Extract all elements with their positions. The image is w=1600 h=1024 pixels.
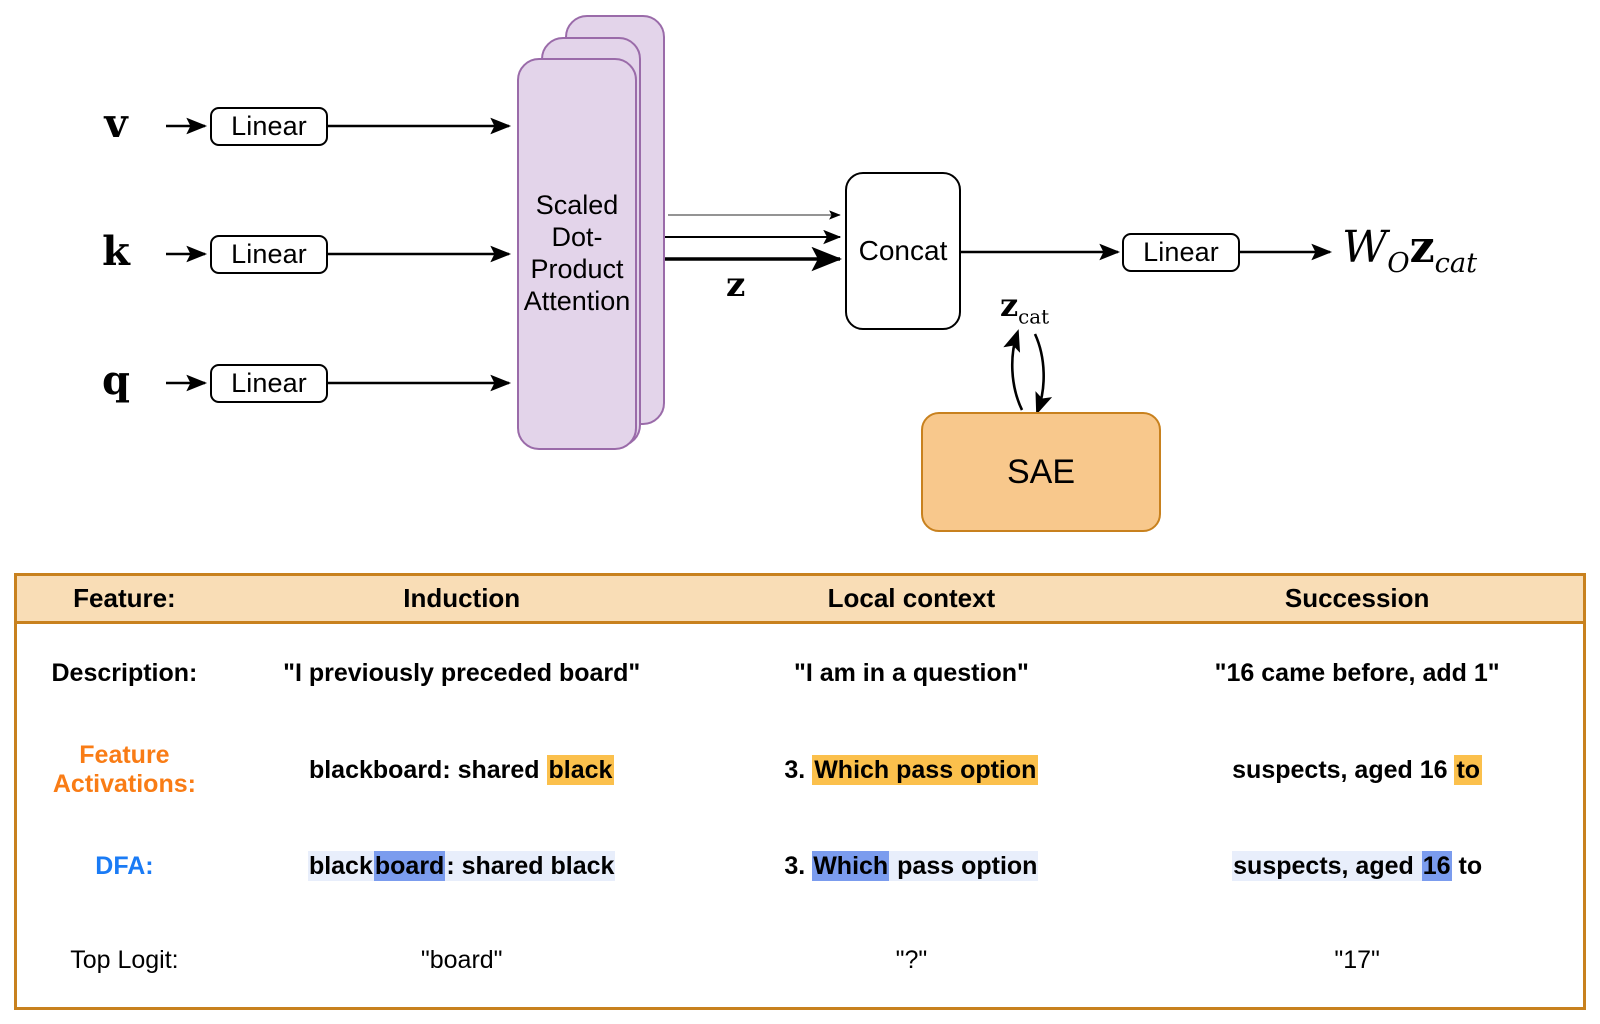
dfa-suc-light-before: suspects, aged (1232, 850, 1422, 881)
attention-label-line1: Scaled (535, 190, 619, 221)
row-label-top-logit: Top Logit: (17, 946, 232, 975)
table-header-feature-text: Feature: (73, 583, 176, 613)
zcat-label-sub: cat (1018, 305, 1050, 329)
dfa-loc-dark: Which (812, 850, 890, 881)
act-ind-plain: blackboard: shared (308, 755, 547, 784)
attention-box-label: Scaled Dot- Product Attention (524, 190, 631, 317)
linear-box-k-label: Linear (231, 239, 307, 269)
cell-activations-local-context-text: 3. Which pass option (784, 754, 1039, 785)
cell-description-succession-text: "16 came before, add 1" (1214, 658, 1500, 687)
dfa-suc-dark: 16 (1421, 850, 1452, 881)
sae-box[interactable]: SAE (921, 412, 1161, 532)
linear-box-q-label: Linear (231, 368, 307, 398)
dfa-suc-plain-after: to (1451, 851, 1483, 880)
row-label-feature-activations-text: Feature Activations: (53, 741, 196, 799)
act-loc-plain: 3. (784, 755, 813, 784)
cell-description-induction-text: "I previously preceded board" (283, 658, 641, 687)
input-symbol-q-text: q (102, 357, 130, 404)
cell-activations-succession-text: suspects, aged 16 to (1232, 754, 1483, 785)
row-label-description-text: Description: (51, 658, 198, 687)
cell-top-logit-succession: "17" (1131, 946, 1583, 975)
table-header-row: Feature: Induction Local context Success… (17, 576, 1583, 624)
linear-box-v-label: Linear (231, 111, 307, 141)
row-label-description: Description: (17, 659, 232, 688)
linear-box-k[interactable]: Linear (210, 235, 328, 274)
table-header-succession: Succession (1131, 583, 1583, 614)
output-formula-z: z (1409, 222, 1435, 273)
zcat-label: zcat (1000, 286, 1049, 328)
dfa-loc-plain-before: 3. (784, 851, 813, 880)
attention-label-line3: Product (530, 254, 624, 284)
concat-box-label: Concat (858, 235, 948, 266)
dfa-ind-light-after: : shared black (445, 850, 616, 881)
output-formula-w-sub: O (1387, 247, 1410, 279)
cell-dfa-local-context: 3. Which pass option (692, 850, 1132, 881)
table-header-feature-label: Feature: (17, 583, 232, 614)
cell-dfa-succession: suspects, aged 16 to (1131, 850, 1583, 881)
output-formula-z-sub: cat (1434, 247, 1478, 279)
table-row-description: Description: "I previously preceded boar… (17, 624, 1583, 722)
row-label-dfa: DFA: (17, 852, 232, 881)
attention-label-line2: Dot- (551, 222, 603, 253)
cell-dfa-induction-text: blackboard: shared black (307, 850, 616, 881)
table-header-local-context-text: Local context (827, 583, 996, 613)
row-label-fa-line1: Feature (79, 741, 170, 770)
table-header-induction-text: Induction (403, 583, 521, 613)
cell-activations-local-context: 3. Which pass option (692, 754, 1132, 785)
z-label: z (726, 265, 745, 305)
cell-activations-induction: blackboard: shared black (232, 754, 692, 785)
table-header-succession-text: Succession (1284, 583, 1430, 613)
cell-top-logit-succession-text: "17" (1334, 945, 1380, 974)
table-header-local-context: Local context (692, 583, 1132, 614)
cell-description-induction: "I previously preceded board" (232, 659, 692, 688)
sae-box-label: SAE (1006, 452, 1076, 491)
cell-activations-succession: suspects, aged 16 to (1131, 754, 1583, 785)
cell-dfa-succession-text: suspects, aged 16 to (1232, 850, 1483, 881)
concat-box[interactable]: Concat (845, 172, 961, 330)
table-header-induction: Induction (232, 583, 692, 614)
input-symbol-v-text: v (104, 100, 128, 147)
input-symbol-k: k (90, 232, 142, 272)
linear-box-q[interactable]: Linear (210, 364, 328, 403)
row-label-feature-activations: Feature Activations: (17, 741, 232, 799)
output-formula: WOzcat (1342, 222, 1477, 279)
linear-box-v[interactable]: Linear (210, 107, 328, 146)
row-label-fa-line2: Activations: (52, 770, 196, 798)
cell-description-succession: "16 came before, add 1" (1131, 659, 1583, 688)
cell-description-local-context: "I am in a question" (692, 659, 1132, 688)
act-suc-plain: suspects, aged 16 (1232, 755, 1455, 784)
cell-top-logit-induction-text: "board" (420, 945, 503, 974)
table-row-top-logit: Top Logit: "board" "?" "17" (17, 914, 1583, 1006)
cell-dfa-induction: blackboard: shared black (232, 850, 692, 881)
cell-top-logit-local-context: "?" (692, 946, 1132, 975)
zcat-label-z: z (1000, 286, 1019, 324)
cell-top-logit-local-context-text: "?" (895, 945, 928, 974)
output-formula-w: W (1342, 222, 1388, 273)
linear-box-output-label: Linear (1143, 237, 1219, 267)
dfa-loc-light-after: pass option (889, 850, 1039, 881)
input-symbol-k-text: k (102, 228, 130, 275)
cell-description-local-context-text: "I am in a question" (793, 658, 1029, 687)
cell-top-logit-induction: "board" (232, 946, 692, 975)
cell-dfa-local-context-text: 3. Which pass option (784, 850, 1039, 881)
z-label-text: z (726, 265, 746, 305)
cell-activations-induction-text: blackboard: shared black (308, 754, 615, 785)
dfa-ind-light-before: black (307, 850, 374, 881)
scaled-dot-product-attention-box[interactable]: Scaled Dot- Product Attention (517, 58, 637, 450)
act-ind-highlight: black (546, 754, 615, 785)
attention-label-line4: Attention (523, 285, 631, 316)
row-label-top-logit-text: Top Logit: (70, 945, 179, 974)
act-suc-highlight: to (1454, 754, 1483, 785)
table-row-dfa: DFA: blackboard: shared black 3. Which p… (17, 818, 1583, 914)
feature-table: Feature: Induction Local context Success… (14, 573, 1586, 1010)
input-symbol-v: v (90, 104, 142, 144)
act-loc-highlight: Which pass option (812, 754, 1039, 785)
table-row-feature-activations: Feature Activations: blackboard: shared … (17, 722, 1583, 818)
row-label-dfa-text: DFA: (95, 851, 154, 880)
dfa-ind-dark: board (373, 850, 446, 881)
input-symbol-q: q (90, 361, 142, 401)
linear-box-output[interactable]: Linear (1122, 233, 1240, 272)
